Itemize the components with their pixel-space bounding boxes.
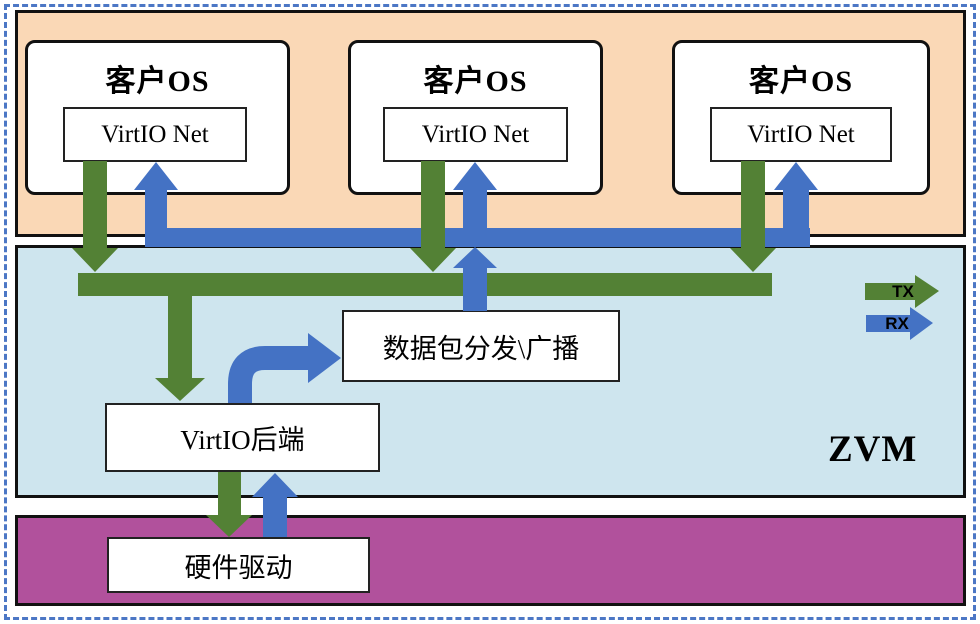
guest-os-title: 客户OS bbox=[748, 65, 854, 98]
hardware-driver-box: 硬件驱动 bbox=[107, 537, 370, 593]
virtio-net-box-1: VirtIO Net bbox=[63, 107, 247, 162]
zvm-label: ZVM bbox=[828, 429, 918, 470]
virtio-backend-box: VirtIO后端 bbox=[105, 403, 380, 472]
guest-os-title: 客户OS bbox=[105, 65, 210, 98]
guest-os-title: 客户OS bbox=[423, 65, 528, 98]
packet-dispatch-box: 数据包分发\广播 bbox=[342, 310, 620, 382]
virtio-net-box-2: VirtIO Net bbox=[383, 107, 568, 162]
virtio-net-box-3: VirtIO Net bbox=[710, 107, 892, 162]
